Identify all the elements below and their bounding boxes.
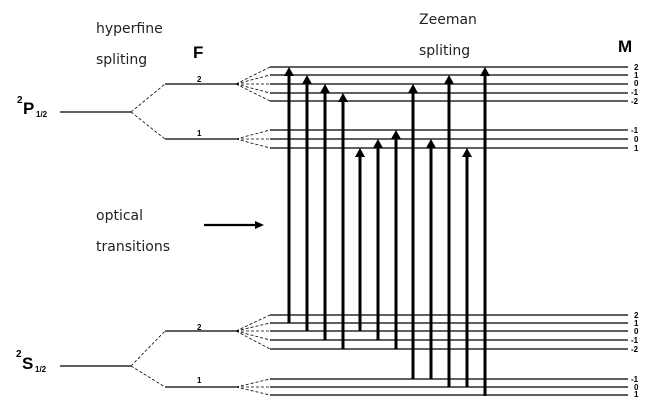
zeeman-label-line1: Zeeman bbox=[419, 12, 477, 28]
s-term-letter: S bbox=[22, 354, 33, 373]
m-label-s-f2-1: 1 bbox=[634, 319, 639, 328]
f-label-s-lower: 1 bbox=[197, 376, 202, 385]
m-label-p-f2-2: 0 bbox=[634, 79, 639, 88]
transition-arrow bbox=[338, 93, 348, 349]
transition-arrow bbox=[391, 130, 401, 349]
transition-arrow bbox=[355, 148, 365, 331]
f-header: F bbox=[193, 43, 203, 62]
transition-arrow bbox=[480, 67, 490, 396]
m-label-p-f1-1: 0 bbox=[634, 135, 639, 144]
zeeman-split-lines bbox=[235, 66, 271, 396]
m-label-s-f2-4: -2 bbox=[631, 345, 639, 354]
m-label-s-f1-0: -1 bbox=[631, 375, 639, 384]
zeeman-label-line2: spliting bbox=[419, 43, 470, 59]
m-label-p-f2-3: -1 bbox=[631, 88, 639, 97]
f-label-p-upper: 2 bbox=[197, 75, 202, 84]
m-label-p-f1-2: 1 bbox=[634, 144, 639, 153]
hyperfine-levels bbox=[165, 83, 236, 388]
m-header: M bbox=[618, 37, 632, 56]
m-label-s-f2-3: -1 bbox=[631, 336, 639, 345]
hyperfine-label-line2: spliting bbox=[96, 52, 147, 68]
transition-arrow bbox=[408, 84, 418, 379]
transition-arrow bbox=[373, 139, 383, 340]
optical-label-line2: transitions bbox=[96, 239, 170, 255]
f-label-p-lower: 1 bbox=[197, 129, 202, 138]
fine-structure-levels bbox=[60, 111, 131, 367]
m-label-s-f2-2: 0 bbox=[634, 327, 639, 336]
transition-arrow bbox=[320, 84, 330, 340]
s-term-symbol: 2 S 1/2 bbox=[16, 349, 47, 374]
p-term-letter: P bbox=[23, 99, 34, 118]
transition-arrow bbox=[462, 148, 472, 387]
optical-label-line1: optical bbox=[96, 208, 143, 224]
m-label-p-f1-0: -1 bbox=[631, 126, 639, 135]
p-term-superscript: 2 bbox=[17, 95, 23, 106]
transition-arrows bbox=[284, 67, 490, 396]
m-label-p-f2-0: 2 bbox=[634, 63, 639, 72]
m-label-s-f2-0: 2 bbox=[634, 311, 639, 320]
m-label-p-f2-1: 1 bbox=[634, 71, 639, 80]
pointer-arrow-icon bbox=[204, 221, 264, 229]
m-labels: 2 1 0 -1 -2 -1 0 1 2 1 0 -1 -2 -1 0 1 bbox=[631, 63, 639, 397]
transition-arrow bbox=[284, 67, 294, 323]
transition-arrow bbox=[426, 139, 436, 379]
s-term-subscript: 1/2 bbox=[35, 365, 47, 374]
m-label-p-f2-4: -2 bbox=[631, 97, 639, 106]
transition-arrow bbox=[302, 75, 312, 331]
hyperfine-label-line1: hyperfine bbox=[96, 21, 163, 37]
s-term-superscript: 2 bbox=[16, 349, 22, 360]
m-label-s-f1-2: 1 bbox=[634, 390, 639, 397]
p-term-subscript: 1/2 bbox=[36, 110, 48, 119]
f-label-s-upper: 2 bbox=[197, 323, 202, 332]
p-term-symbol: 2 P 1/2 bbox=[17, 95, 48, 119]
transition-arrow bbox=[444, 75, 454, 387]
hyperfine-split-lines bbox=[130, 83, 166, 388]
m-label-s-f1-1: 0 bbox=[634, 383, 639, 392]
